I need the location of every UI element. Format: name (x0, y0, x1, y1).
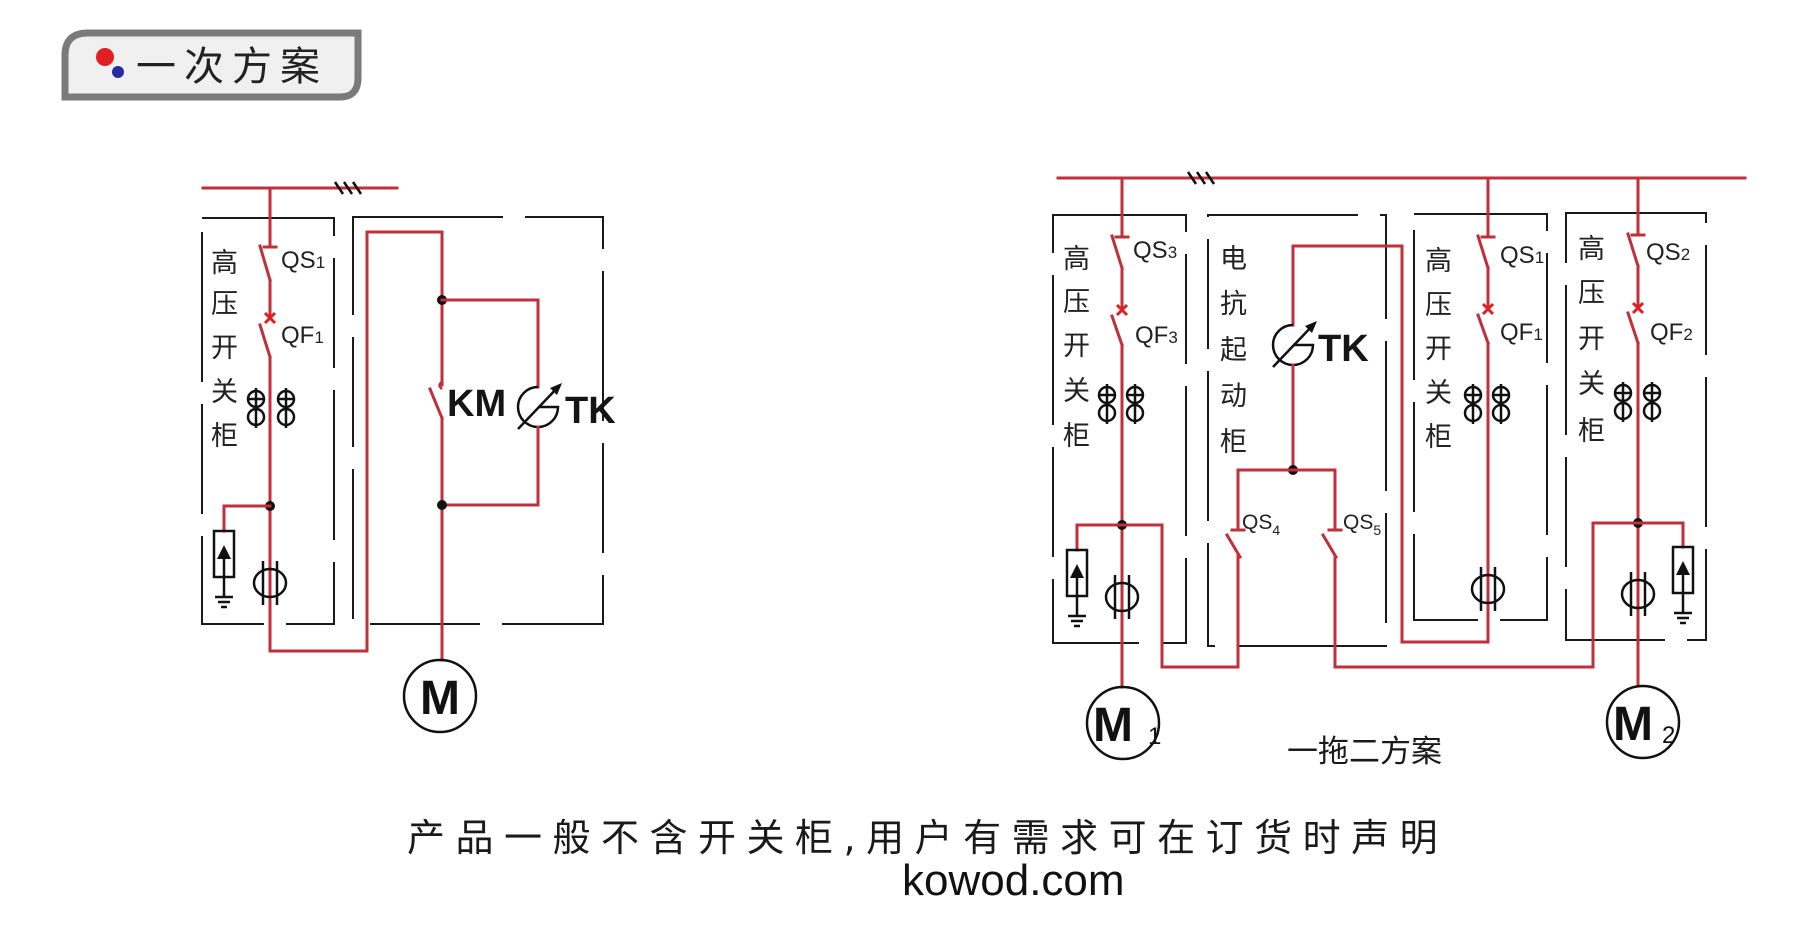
surge-arrester-icon (212, 529, 236, 609)
qs1-label: QS1 (281, 247, 325, 274)
current-transformer-icon (1125, 382, 1145, 426)
qf1-label: QF1 (281, 322, 324, 349)
qs4-label: QS4 (1242, 511, 1280, 538)
switchgear-cabinet-outline (201, 217, 335, 625)
switchgear-cabinet-3-outline (1565, 212, 1707, 641)
breaker-qf1-blade (258, 323, 272, 359)
current-transformer-icon (276, 386, 296, 430)
three-phase-hatch-icon (333, 180, 363, 196)
switchgear-cabinet-2-label: 高 压 开 关 柜 (1425, 246, 1452, 453)
svg-text:柜: 柜 (1578, 416, 1605, 447)
disconnector-qs4-blade (1224, 532, 1243, 560)
svg-text:关: 关 (1063, 376, 1090, 407)
current-transformer-icon (1491, 382, 1511, 426)
current-transformer-icon (246, 386, 266, 430)
switchgear-cabinet-2-outline (1413, 213, 1548, 621)
svg-text:开: 开 (1578, 324, 1605, 355)
svg-text:抗: 抗 (1220, 289, 1247, 320)
contactor-km-blade (428, 387, 444, 420)
starter-cabinet-outline (352, 216, 604, 625)
dual-motor-scheme: 高 压 开 关 柜 电 抗 起 动 柜 高 压 开 关 柜 高 压 开 关 柜 (1052, 170, 1747, 770)
qf1-label: QF1 (1500, 319, 1543, 346)
svg-text:高: 高 (1063, 244, 1090, 275)
breaker-cross-icon (1115, 303, 1129, 317)
qf2-label: QF2 (1650, 319, 1693, 346)
qs3-label: QS3 (1133, 237, 1177, 264)
breaker-qf2-blade (1626, 311, 1640, 345)
motor-1-index: 1 (1148, 723, 1161, 750)
svg-text:关: 关 (1578, 369, 1605, 400)
footer-notice: 产品一般不含开关柜,用户有需求可在订货时声明 (407, 816, 1448, 860)
motor-label: M (420, 672, 460, 725)
current-transformer-icon (1463, 382, 1483, 426)
single-motor-scheme: 高 压 开 关 柜 QS1 QF1 KM (201, 180, 616, 734)
disconnector-qs3-blade (1110, 234, 1124, 270)
svg-text:柜: 柜 (1425, 422, 1452, 453)
reactor-starter-cabinet-outline (1207, 214, 1387, 647)
svg-text:关: 关 (211, 377, 238, 408)
blue-bullet-icon (112, 66, 124, 78)
disconnector-qs1-blade (258, 244, 272, 282)
title-frame (61, 29, 362, 101)
section-title: 一次方案 (136, 44, 328, 90)
svg-text:关: 关 (1425, 378, 1452, 409)
three-phase-hatch-icon (1186, 170, 1216, 186)
current-transformer-icon (1642, 380, 1662, 424)
disconnector-qs1-blade (1476, 234, 1490, 270)
reactor-starter-cabinet-label: 电 抗 起 动 柜 (1220, 244, 1247, 458)
qs2-label: QS2 (1646, 239, 1690, 266)
motor-1-label: M (1093, 699, 1133, 752)
current-transformer-icon (1097, 382, 1117, 426)
svg-text:起: 起 (1220, 335, 1247, 366)
junction-dot (437, 500, 447, 510)
svg-text:压: 压 (1425, 290, 1452, 321)
reactor-tk-icon (516, 381, 564, 431)
surge-arrester-icon (1671, 545, 1695, 625)
svg-text:动: 动 (1220, 381, 1247, 412)
switchgear-cabinet-3-label: 高 压 开 关 柜 (1578, 234, 1605, 447)
motor-2-label: M (1613, 698, 1653, 751)
breaker-cross-icon (1631, 301, 1645, 315)
website-label: kowod.com (902, 856, 1125, 905)
motor-2-icon (1605, 684, 1681, 760)
red-bullet-icon (96, 48, 114, 66)
motor-2-index: 2 (1662, 722, 1675, 749)
svg-text:高: 高 (1578, 234, 1605, 265)
breaker-qf1-blade (1476, 313, 1490, 345)
breaker-cross-icon (263, 311, 277, 325)
reactor-tk-icon (1271, 319, 1319, 369)
disconnector-qs5-blade (1320, 532, 1339, 560)
svg-text:高: 高 (1425, 246, 1452, 277)
current-transformer-icon (1613, 380, 1633, 424)
qs1-label: QS1 (1500, 242, 1544, 269)
motor-icon (402, 658, 478, 734)
tk-label: TK (1318, 328, 1369, 370)
svg-text:开: 开 (211, 333, 238, 364)
svg-text:高: 高 (211, 248, 238, 279)
breaker-qf3-blade (1110, 314, 1124, 347)
svg-text:开: 开 (1425, 334, 1452, 365)
svg-text:柜: 柜 (1220, 427, 1247, 458)
svg-text:柜: 柜 (211, 421, 238, 452)
surge-arrester-icon (1065, 548, 1089, 628)
disconnector-qs2-blade (1626, 232, 1640, 268)
breaker-cross-icon (1481, 302, 1495, 316)
svg-text:开: 开 (1063, 331, 1090, 362)
svg-text:电: 电 (1220, 244, 1247, 275)
svg-text:压: 压 (1063, 287, 1090, 318)
qs5-label: QS5 (1343, 511, 1381, 538)
svg-text:压: 压 (211, 289, 238, 320)
qf3-label: QF3 (1135, 322, 1178, 349)
switchgear-cabinet-1-outline (1052, 214, 1187, 644)
svg-text:柜: 柜 (1063, 421, 1090, 452)
svg-text:压: 压 (1578, 278, 1605, 309)
contactor-km-contact (438, 380, 443, 390)
km-label: KM (447, 383, 506, 425)
switchgear-cabinet-1-label: 高 压 开 关 柜 (1063, 244, 1090, 452)
tk-label: TK (565, 390, 616, 432)
motor-1-icon (1085, 685, 1161, 761)
dual-scheme-caption: 一拖二方案 (1287, 734, 1442, 770)
switchgear-cabinet-label: 高 压 开 关 柜 (211, 248, 238, 452)
section-title-badge: 一次方案 (61, 29, 362, 101)
